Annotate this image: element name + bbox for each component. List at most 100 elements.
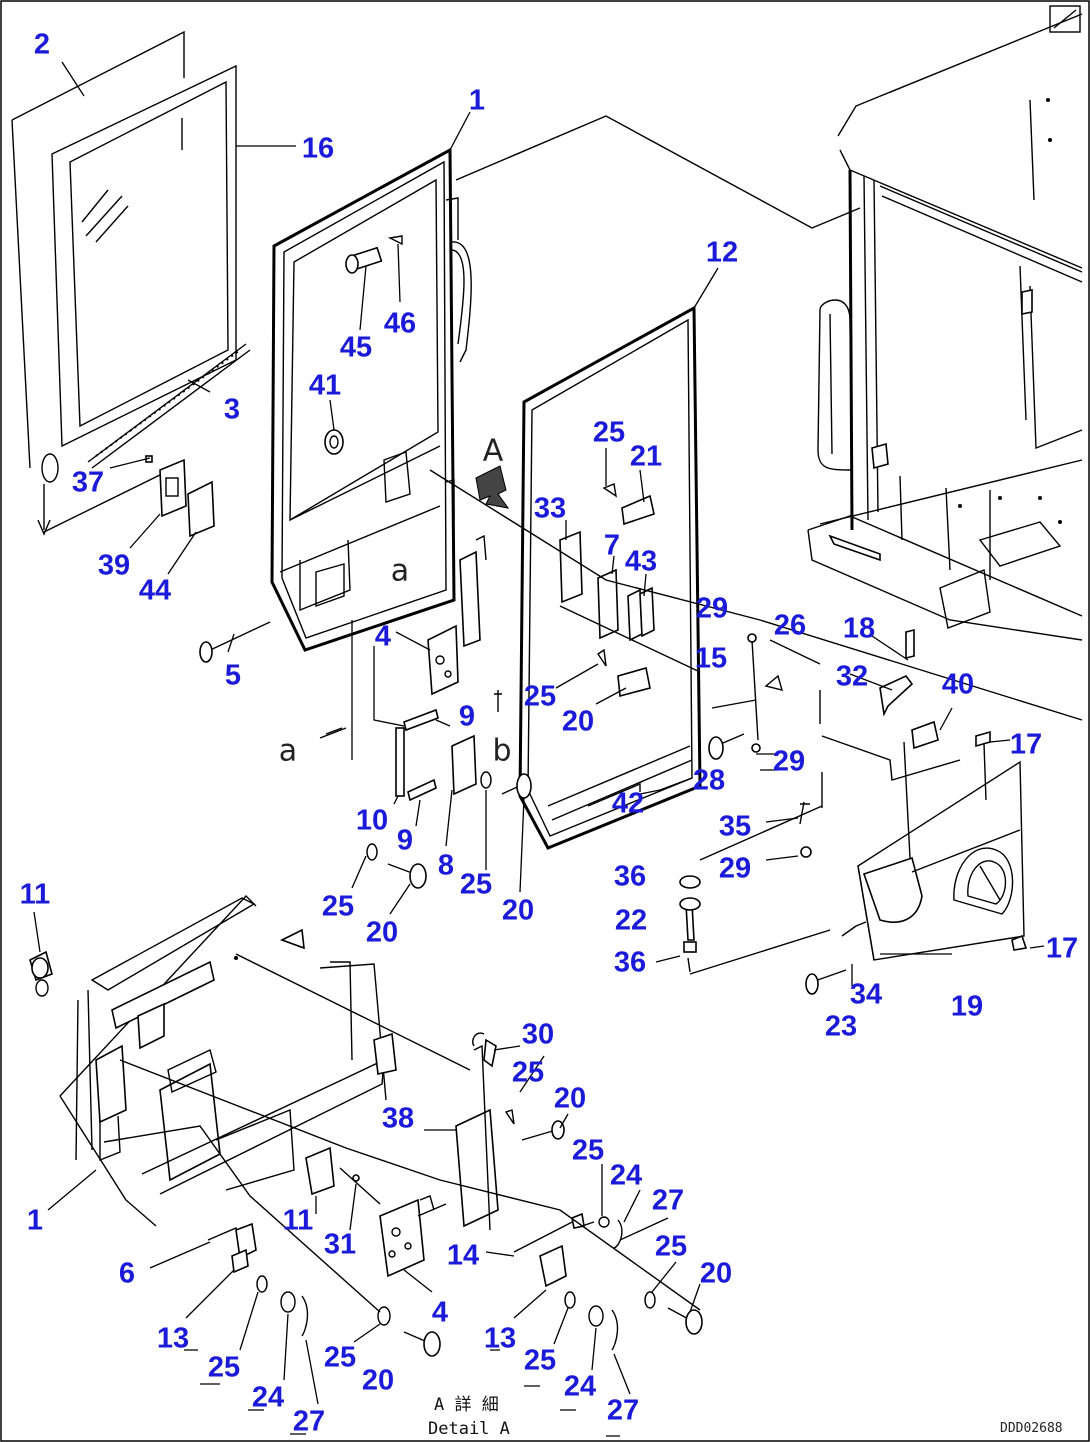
- striker-rod: [708, 633, 821, 771]
- reference-marks: Aa a b: [279, 434, 512, 769]
- part-callout-44: 44: [139, 575, 171, 607]
- part-callout-27: 27: [652, 1185, 684, 1217]
- part-callout-32: 32: [836, 661, 868, 693]
- part-callout-36: 36: [614, 861, 646, 893]
- part-callout-25: 25: [593, 417, 625, 449]
- part-callout-38: 38: [382, 1103, 414, 1135]
- part-callout-41: 41: [309, 370, 341, 402]
- cab-body: [807, 13, 1083, 641]
- part-callout-19: 19: [951, 991, 983, 1023]
- bolt-45: [345, 235, 403, 274]
- part-callout-20: 20: [502, 895, 534, 927]
- door-seal: [518, 305, 702, 850]
- part-callout-12: 12: [706, 237, 738, 269]
- part-callout-29: 29: [773, 746, 805, 778]
- glass-strip: [87, 343, 251, 469]
- arrow-ref-icon: [37, 453, 171, 536]
- part-callout-40: 40: [942, 669, 974, 701]
- part-callout-25: 25: [655, 1231, 687, 1263]
- part-callout-13: 13: [484, 1323, 516, 1355]
- part-callout-42: 42: [612, 788, 644, 820]
- lock-bracket: [145, 455, 215, 538]
- part-callout-13: 13: [157, 1323, 189, 1355]
- reference-mark-A: A: [483, 434, 504, 469]
- part-callout-1: 1: [469, 85, 485, 117]
- part-callout-45: 45: [340, 332, 372, 364]
- part-callout-8: 8: [438, 850, 454, 882]
- part-callout-11: 11: [283, 1205, 314, 1237]
- part-callout-26: 26: [774, 610, 806, 642]
- part-callout-17: 17: [1046, 933, 1078, 965]
- part-callout-29: 29: [719, 853, 751, 885]
- leader-lines: [61, 61, 719, 915]
- part-callout-25: 25: [460, 869, 492, 901]
- part-callout-9: 9: [397, 825, 413, 857]
- part-callout-29: 29: [696, 593, 728, 625]
- part-callout-33: 33: [534, 493, 566, 525]
- part-callout-46: 46: [384, 308, 416, 340]
- part-callout-27: 27: [607, 1395, 639, 1427]
- part-callout-9: 9: [459, 701, 475, 733]
- part-callout-22: 22: [615, 905, 647, 937]
- part-callout-7: 7: [604, 530, 620, 562]
- part-callout-15: 15: [695, 643, 727, 675]
- part-callout-10: 10: [356, 805, 388, 837]
- part-callout-2: 2: [34, 29, 50, 61]
- reference-mark-a: a: [279, 734, 297, 769]
- detail-caption-en: Detail A: [428, 1419, 510, 1439]
- reference-mark-b: b: [492, 734, 511, 769]
- part-callout-16: 16: [302, 133, 334, 165]
- part-callout-23: 23: [825, 1011, 857, 1043]
- part-callout-20: 20: [700, 1258, 732, 1290]
- part-callout-25: 25: [208, 1352, 240, 1384]
- detail-caption-jp: A 詳 細: [434, 1395, 499, 1415]
- bolt-5: [199, 621, 271, 663]
- part-callout-27: 27: [293, 1406, 325, 1438]
- part-callout-36: 36: [614, 947, 646, 979]
- detail-leader-lines: [33, 911, 701, 1437]
- view-arrow-a-icon: [475, 465, 510, 509]
- reference-mark-a: a: [391, 554, 409, 589]
- part-callout-28: 28: [693, 765, 725, 797]
- part-callout-25: 25: [524, 1345, 556, 1377]
- part-callout-24: 24: [610, 1160, 642, 1192]
- part-callout-37: 37: [72, 467, 104, 499]
- part-callout-3: 3: [224, 394, 240, 426]
- middle-parts: [319, 690, 532, 889]
- door-lock-upper: [427, 534, 487, 696]
- door-frame: [270, 147, 472, 652]
- grommet-41: [324, 429, 344, 455]
- part-callout-6: 6: [119, 1258, 135, 1290]
- part-callout-25: 25: [572, 1135, 604, 1167]
- part-callout-43: 43: [625, 546, 657, 578]
- part-callout-20: 20: [362, 1365, 394, 1397]
- part-callout-1: 1: [27, 1205, 43, 1237]
- part-callout-30: 30: [522, 1019, 554, 1051]
- part-callout-17: 17: [1010, 729, 1042, 761]
- seal-hardware: [559, 483, 655, 698]
- part-callout-25: 25: [512, 1057, 544, 1089]
- part-callout-11: 11: [20, 879, 51, 911]
- part-callout-25: 25: [322, 891, 354, 923]
- part-callout-35: 35: [719, 811, 751, 843]
- part-callout-18: 18: [843, 613, 875, 645]
- part-callout-39: 39: [98, 550, 130, 582]
- bracket-assembly: [699, 628, 1045, 995]
- part-callout-31: 31: [324, 1229, 356, 1261]
- part-callout-21: 21: [630, 441, 662, 473]
- window-glass: [11, 30, 237, 469]
- part-callout-24: 24: [252, 1382, 284, 1414]
- part-callout-4: 4: [432, 1297, 448, 1329]
- corner-mark-icon: [1049, 5, 1081, 33]
- part-callout-24: 24: [564, 1371, 596, 1403]
- reference-lines: [429, 115, 1083, 721]
- part-callout-4: 4: [375, 621, 391, 653]
- part-callout-20: 20: [554, 1083, 586, 1115]
- part-callout-14: 14: [447, 1240, 479, 1272]
- part-callout-25: 25: [524, 681, 556, 713]
- part-callout-25: 25: [324, 1342, 356, 1374]
- detail-door-lower: [59, 894, 397, 1227]
